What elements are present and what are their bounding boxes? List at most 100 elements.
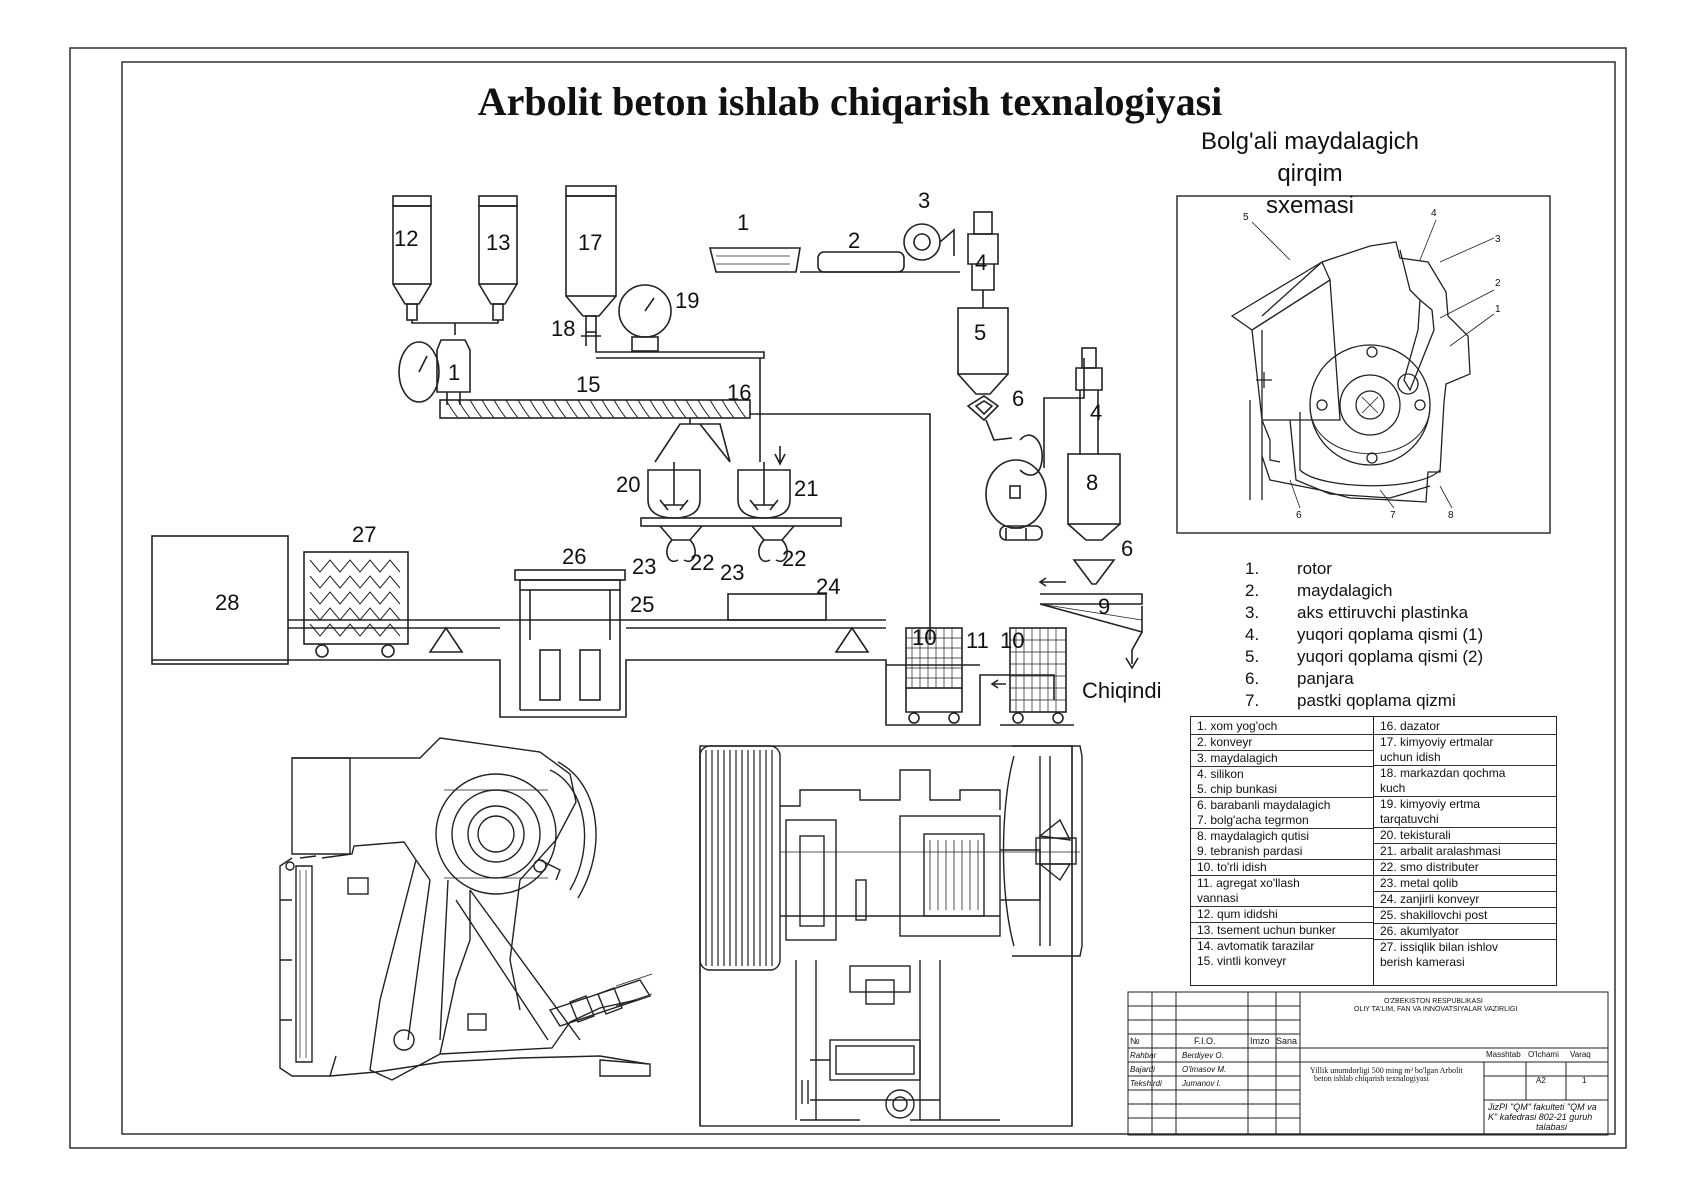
table-cell: 19. kimyoviy ertma (1380, 797, 1481, 811)
legend-item: 2.maydalagich (1245, 580, 1545, 602)
hammer-mill-6 (985, 347, 1121, 585)
person-name: Berdiyev O. (1182, 1051, 1224, 1060)
person-name: O'lmasov M. (1182, 1065, 1227, 1074)
legend-item: 4.yuqori qoplama qismi (1) (1245, 624, 1545, 646)
svg-text:17: 17 (578, 230, 602, 255)
school-line-3: talabasi (1536, 1122, 1568, 1132)
svg-text:16: 16 (727, 380, 751, 405)
crusher-section-frame (1176, 195, 1551, 534)
cement-bunker-13 (478, 195, 518, 321)
table-cell: 26. akumlyator (1374, 924, 1556, 940)
table-cell: 9. tebranish pardasi (1191, 844, 1373, 860)
page-title: Arbolit beton ishlab chiqarish texnalogi… (477, 79, 1223, 124)
sheet-value: 1 (1582, 1076, 1587, 1085)
waste-outlet-label: Chiqindi (1082, 678, 1162, 703)
table-cell: 1. xom yog'och (1191, 717, 1373, 735)
legend-number: 7. (1245, 691, 1260, 710)
table-cell: 27. issiqlik bilan ishlov (1380, 940, 1499, 954)
wood-supply-line (708, 211, 1013, 441)
title-block: O'ZBEKISTON RESPUBLIKASI OLIY TA'LIM, FA… (1126, 990, 1610, 1136)
legend-text: yuqori qoplama qismi (2) (1297, 647, 1484, 666)
table-cell: 12. qum ididshi (1191, 907, 1373, 923)
col-masshtab: Masshtab (1486, 1050, 1521, 1059)
svg-text:24: 24 (816, 574, 840, 599)
table-cell: 20. tekisturali (1374, 828, 1556, 844)
svg-text:18: 18 (551, 316, 575, 341)
crusher-cross-section (1230, 241, 1471, 503)
legend-item: 1. rotor (1245, 558, 1545, 580)
chemical-tank-17 (565, 185, 617, 346)
project-line-1: Yillik unumdorligi 500 ming m³ bo'lgan A… (1310, 1066, 1463, 1075)
svg-text:12: 12 (394, 226, 418, 251)
legend-item: 7.pastki qoplama qizmi (1245, 690, 1545, 712)
table-cell: 2. konveyr (1191, 735, 1373, 751)
svg-text:5: 5 (974, 320, 986, 345)
jaw-crusher-drawing (279, 737, 653, 1081)
section-subtitle: Bolg'ali maydalagich qirqim sxemasi (1165, 126, 1455, 222)
sand-bin-12 (392, 195, 432, 321)
table-cell: 5. chip bunkasi (1191, 782, 1373, 798)
table-cell: 15. vintli konveyr (1197, 954, 1287, 968)
svg-text:1: 1 (737, 210, 749, 235)
mixer-21 (737, 462, 791, 519)
impregnation-bath-11 (886, 627, 980, 724)
equipment-table: 1. xom yog'och 2. konveyr 3. maydalagich… (1190, 716, 1557, 986)
org-line-1: O'ZBEKISTON RESPUBLIKASI (1384, 998, 1483, 1005)
col-olchami: O'lchami (1528, 1050, 1559, 1059)
legend-text: panjara (1297, 669, 1354, 688)
legend-item: 6.panjara (1245, 668, 1545, 690)
svg-text:3: 3 (918, 188, 930, 213)
vibrating-screen-9 (1038, 577, 1143, 670)
col-no: № (1130, 1036, 1140, 1046)
svg-text:3: 3 (1495, 234, 1501, 245)
svg-text:10: 10 (1000, 628, 1024, 653)
svg-text:13: 13 (486, 230, 510, 255)
subtitle-line-1: Bolg'ali maydalagich qirqim (1200, 128, 1420, 187)
heat-chamber-28 (151, 535, 289, 665)
table-cell: 4. silikon (1197, 767, 1244, 781)
chain-conveyor-24 (727, 593, 827, 621)
svg-text:4: 4 (1090, 400, 1102, 425)
col-varaq: Varaq (1570, 1050, 1591, 1059)
flow-scheme (151, 185, 1143, 726)
svg-text:2: 2 (1495, 278, 1501, 289)
outer-frame (69, 47, 1627, 1149)
legend-item: 3.aks ettiruvchi plastinka (1245, 602, 1545, 624)
svg-text:4: 4 (975, 250, 987, 275)
legend-number: 1. (1245, 559, 1260, 578)
svg-text:26: 26 (562, 544, 586, 569)
equipment-table-right-column: 16. dazator 17. kimyoviy ertmalar uchun … (1374, 717, 1556, 985)
project-line-2: beton ishlab chiqarish texnalogiyasi (1314, 1074, 1429, 1083)
org-line-2: OLIY TA'LIM, FAN VA INNOVATSIYALAR VAZIR… (1354, 1006, 1518, 1013)
svg-text:22: 22 (782, 546, 806, 571)
equipment-table-left-column: 1. xom yog'och 2. konveyr 3. maydalagich… (1191, 717, 1374, 985)
hammer-mill-side-view (699, 745, 1083, 1127)
svg-text:5: 5 (1243, 212, 1249, 223)
size-value: A2 (1536, 1076, 1546, 1085)
table-cell: 7. bolg'acha tegrmon (1191, 813, 1373, 829)
table-cell: 18. markazdan qochma (1380, 766, 1506, 780)
legend-text: maydalagich (1297, 581, 1393, 600)
svg-text:11: 11 (966, 628, 989, 653)
crusher-parts-legend: 1. rotor 2.maydalagich 3.aks ettiruvchi p… (1245, 558, 1545, 712)
col-sana: Sana (1276, 1036, 1298, 1046)
school-line-2: K" kafedrasi 802-21 guruh (1488, 1112, 1593, 1122)
svg-text:6: 6 (1121, 536, 1133, 561)
svg-text:21: 21 (794, 476, 818, 501)
svg-text:25: 25 (630, 592, 654, 617)
svg-text:4: 4 (1431, 208, 1437, 219)
screw-conveyor-15 (439, 399, 751, 419)
legend-item: 5.yuqori qoplama qismi (2) (1245, 646, 1545, 668)
table-cell: 8. maydalagich qutisi (1197, 829, 1310, 843)
svg-text:8: 8 (1086, 470, 1098, 495)
svg-text:28: 28 (215, 590, 239, 615)
legend-text: rotor (1297, 559, 1332, 578)
table-cell: 6. barabanli maydalagich (1197, 798, 1331, 812)
table-cell: vannasi (1191, 891, 1373, 907)
role-label: Rahbar (1130, 1051, 1157, 1060)
svg-text:1: 1 (448, 360, 460, 385)
legend-text: yuqori qoplama qismi (1) (1297, 625, 1484, 644)
forming-post-26 (514, 569, 626, 711)
mesh-container-10 (1000, 627, 1074, 726)
